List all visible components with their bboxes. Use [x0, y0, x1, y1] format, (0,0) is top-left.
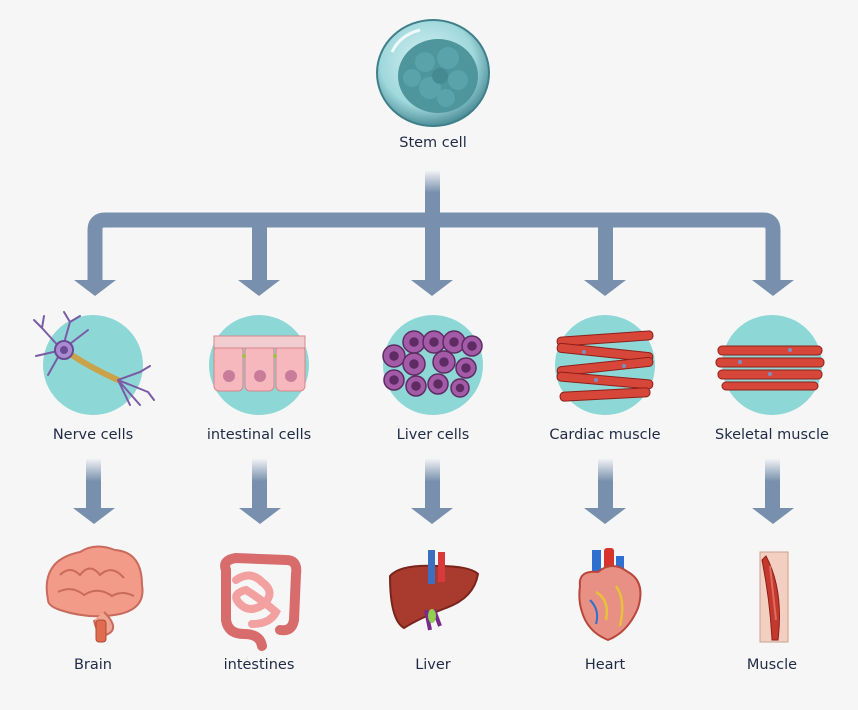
arrow-down-icon — [411, 508, 453, 524]
arrow-down-icon — [752, 280, 794, 296]
nerve-cell-icon — [33, 311, 155, 406]
organ-label-brain: Brain — [73, 657, 112, 673]
lower-arrows — [73, 458, 794, 524]
cell-label-cardiac: Cardiac muscle — [549, 427, 661, 443]
cell-label-nerve: Nerve cells — [52, 427, 134, 443]
arrow-down-icon — [584, 508, 626, 524]
arrow-down-icon — [752, 508, 794, 524]
liver-cells-icon — [382, 330, 483, 398]
intestines-icon — [220, 552, 302, 651]
intestinal-cells-icon — [213, 335, 306, 392]
brain-icon — [45, 545, 144, 643]
skeletal-muscle-icon — [715, 345, 825, 391]
organ-label-intestines: intestines — [223, 657, 295, 673]
stem-cell-icon — [376, 19, 490, 127]
organ-label-muscle: Muscle — [746, 657, 798, 673]
arrow-down-icon — [74, 280, 116, 296]
arrow-down-icon — [239, 508, 281, 524]
organ-label-heart: Heart — [584, 657, 626, 673]
cardiac-muscle-icon — [556, 330, 654, 402]
heart-icon — [578, 548, 642, 642]
liver-icon — [388, 550, 480, 631]
organ-label-liver: Liver — [415, 657, 451, 673]
arrow-down-icon — [411, 280, 453, 296]
muscle-icon — [759, 551, 789, 643]
arrow-down-icon — [238, 280, 280, 296]
connector-tree — [74, 170, 794, 296]
cell-label-intestinal: intestinal cells — [206, 427, 312, 443]
stem-cell-label: Stem cell — [399, 135, 467, 151]
cell-label-liver: Liver cells — [396, 427, 470, 443]
arrow-down-icon — [73, 508, 115, 524]
cell-label-skeletal: Skeletal muscle — [715, 427, 829, 443]
arrow-down-icon — [584, 280, 626, 296]
